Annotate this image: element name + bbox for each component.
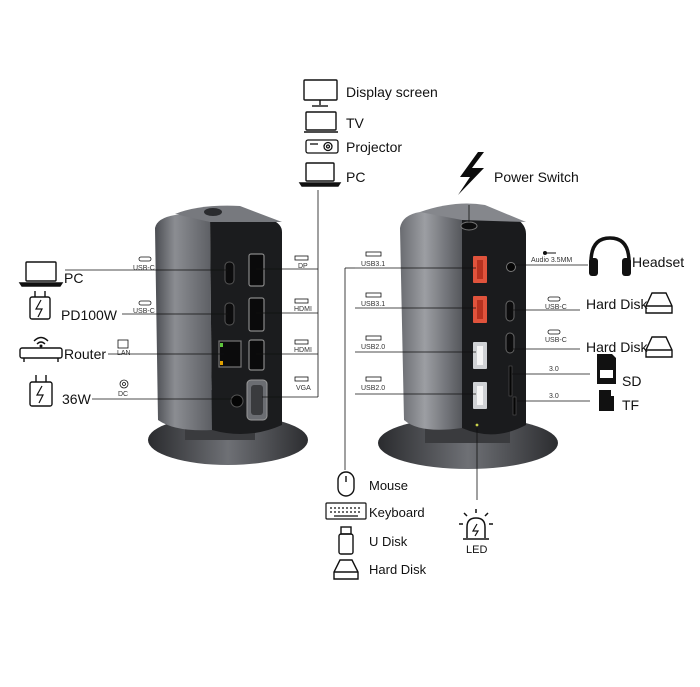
left-hub [148,205,308,465]
laptop-icon [18,261,64,287]
usbc-glyph-icon [547,329,561,335]
port-label-lan: LAN [117,350,131,357]
right-hub [378,203,558,469]
device-label-router: Router [64,346,107,362]
power-switch-button [460,221,478,231]
peripheral-label-u-disk: U Disk [369,534,408,549]
device-label-headset: Headset [632,254,685,270]
dc-glyph-icon [119,379,129,389]
usbc-glyph-icon [138,300,152,306]
port-label-tf-rate: 3.0 [549,393,559,400]
usbc-glyph-icon [547,296,561,302]
display-label-projector: Projector [346,139,403,155]
audio-glyph-icon [543,251,556,255]
lan-glyph-icon [117,339,129,349]
left-hub-front [210,215,282,434]
usb-glyph-icon [365,251,382,257]
port-label-sd-rate: 3.0 [549,366,559,373]
device-label-sd: SD [622,373,642,389]
port-label-usbc-2: USB-C [133,308,155,315]
usb-glyph-icon [365,376,382,382]
device-label-pc: PC [64,270,84,286]
sd-card-icon [597,354,616,384]
port-label-usb31-1: USB3.1 [361,261,386,268]
led-indicator [475,423,479,427]
hard-disk-icon [645,336,673,358]
tf-slot [512,396,517,416]
display-label-screen: Display screen [346,84,438,100]
port-label-vga: VGA [296,385,311,392]
connector-lines [65,190,590,500]
port-label-usb31-2: USB3.1 [361,301,386,308]
left-dp-port [248,253,265,287]
charger-icon [29,291,51,320]
keyboard-icon [325,502,367,520]
charger-36w-icon [29,375,53,407]
port-label-dp: DP [298,263,308,270]
device-label-pd100w: PD100W [61,307,118,323]
pc-laptop-icon [298,162,342,187]
tv-icon [304,111,338,133]
port-label-dc: DC [118,391,129,398]
display-label-pc: PC [346,169,366,185]
left-dc-port [230,394,244,408]
right-usbc-port-1 [505,300,515,322]
headset-icon [589,236,631,276]
led-icon [459,509,493,540]
left-hub-side [155,215,212,431]
sd-slot [508,365,513,397]
hdmi-glyph-icon [294,339,309,345]
right-hub-front [462,212,526,435]
port-label-audio: Audio 3.5MM [531,257,573,264]
hdmi-glyph-icon [294,298,309,304]
usb-glyph-icon [365,292,382,298]
peripheral-label-mouse: Mouse [369,478,409,493]
mouse-icon [337,471,355,497]
port-label-usbc-2: USB-C [545,337,567,344]
power-switch-label: Power Switch [494,169,579,185]
right-hub-side [400,212,462,430]
port-label-usbc-1: USB-C [133,265,155,272]
device-label-hard-disk-2: Hard Disk [586,339,648,355]
hard-disk-icon [333,559,359,580]
router-icon [19,336,63,362]
port-label-usbc-1: USB-C [545,304,567,311]
audio-jack [506,262,516,272]
hard-disk-icon [645,292,673,314]
lightning-icon [458,152,484,195]
usb-stick-icon [338,526,354,555]
led-label: LED [466,544,488,556]
left-hdmi-port-1 [248,297,265,332]
peripheral-label-hard-disk: Hard Disk [369,562,427,577]
peripheral-label-keyboard: Keyboard [369,505,425,520]
vga-glyph-icon [294,376,309,382]
display-label-tv: TV [346,115,364,131]
device-label-hard-disk-1: Hard Disk [586,296,648,312]
port-label-usb20-2: USB2.0 [361,385,386,392]
tf-card-icon [599,390,614,411]
usb-glyph-icon [365,335,382,341]
device-label-36w: 36W [62,391,91,407]
port-label-hdmi-1: HDMI [294,306,312,313]
projector-icon [305,139,339,154]
port-label-usb20-1: USB2.0 [361,344,386,351]
dp-glyph-icon [294,255,309,261]
monitor-icon [303,79,338,107]
left-hdmi-port-2 [248,339,265,371]
right-usbc-port-2 [505,332,515,354]
usbc-glyph-icon [138,256,152,262]
port-label-hdmi-2: HDMI [294,347,312,354]
left-usbc-port-1 [224,261,235,285]
device-label-tf: TF [622,397,640,413]
